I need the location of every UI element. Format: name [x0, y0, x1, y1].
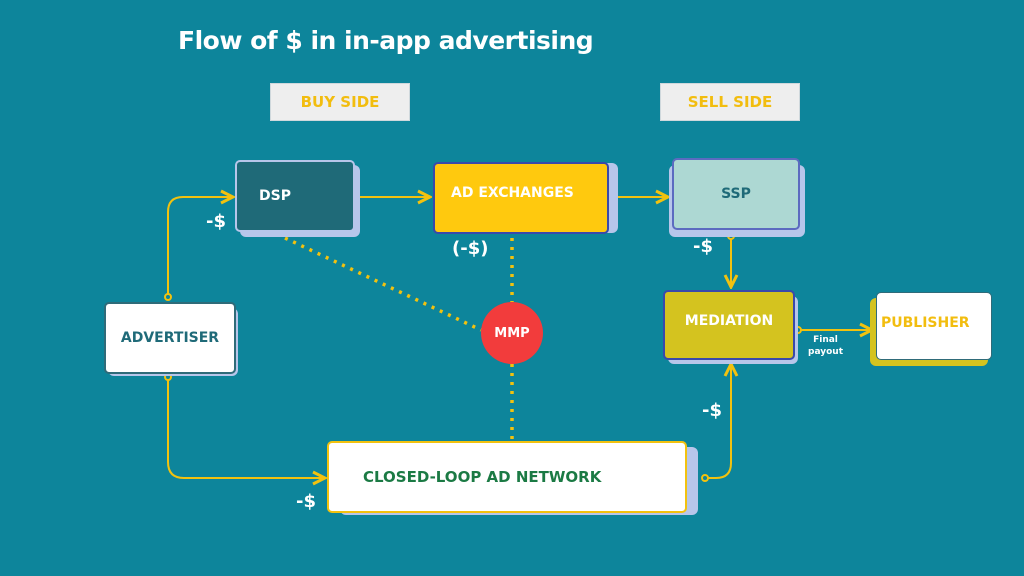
diagram-title: Flow of $ in in-app advertising — [178, 26, 594, 55]
money-label-network-mediation: -$ — [702, 400, 722, 421]
final-payout-line-1: Final — [813, 335, 838, 345]
ssp-node[interactable]: SSP — [672, 158, 800, 230]
dsp-mmp-dotted-link — [284, 236, 482, 332]
money-label-ssp-mediation: -$ — [693, 236, 713, 257]
buy-side-text: BUY SIDE — [300, 93, 380, 111]
closed-loop-label: CLOSED-LOOP AD NETWORK — [363, 468, 602, 486]
final-payout-label: Final payout — [808, 334, 843, 358]
buy-side-label: BUY SIDE — [270, 83, 410, 121]
advertiser-label: ADVERTISER — [120, 330, 220, 346]
advertiser-to-network-arrow — [167, 377, 325, 478]
mmp-label: MMP — [494, 325, 530, 341]
publisher-label: PUBLISHER — [881, 315, 970, 331]
publisher-node[interactable]: PUBLISHER — [876, 292, 992, 360]
advertiser-node[interactable]: ADVERTISER — [104, 302, 236, 374]
closed-loop-ad-network-node[interactable]: CLOSED-LOOP AD NETWORK — [327, 441, 687, 513]
connector-dot — [701, 474, 709, 482]
sell-side-text: SELL SIDE — [687, 93, 773, 111]
mediation-label: MEDIATION — [684, 313, 774, 329]
mediation-node[interactable]: MEDIATION — [663, 290, 795, 360]
money-label-advertiser-dsp: -$ — [206, 211, 226, 232]
dsp-label: DSP — [259, 188, 291, 204]
sell-side-label: SELL SIDE — [660, 83, 800, 121]
network-to-mediation-arrow — [705, 364, 731, 479]
money-label-advertiser-network: -$ — [296, 491, 316, 512]
advertiser-to-dsp-arrow — [167, 197, 233, 297]
ad-exchanges-node[interactable]: AD EXCHANGES — [433, 162, 609, 234]
ssp-label: SSP — [721, 186, 751, 202]
dsp-node[interactable]: DSP — [235, 160, 355, 232]
mmp-node[interactable]: MMP — [481, 302, 543, 364]
ad-exchanges-label: AD EXCHANGES — [451, 185, 574, 201]
connector-dot — [164, 293, 172, 301]
money-label-ad-exchanges: (-$) — [452, 238, 489, 259]
final-payout-line-2: payout — [808, 347, 843, 357]
